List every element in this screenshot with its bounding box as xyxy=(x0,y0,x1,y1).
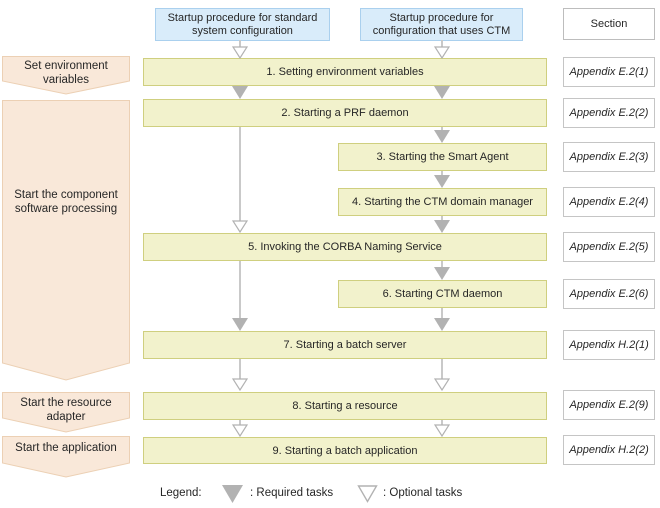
section-ref-6: Appendix E.2(6) xyxy=(563,279,655,309)
required-arrow-icon xyxy=(434,220,450,233)
column-header-standard: Startup procedure for standard system co… xyxy=(155,8,330,41)
step-box-1: 1. Setting environment variables xyxy=(143,58,547,86)
connector-line xyxy=(441,261,443,268)
phase-label-component-software: Start the component software processing xyxy=(14,189,118,215)
step-box-6: 6. Starting CTM daemon xyxy=(338,280,547,308)
section-ref-9: Appendix H.2(2) xyxy=(563,435,655,465)
step-box-3: 3. Starting the Smart Agent xyxy=(338,143,547,171)
column-header-section: Section xyxy=(563,8,655,40)
column-header-ctm: Startup procedure for configuration that… xyxy=(360,8,523,41)
connector-line xyxy=(239,420,241,425)
phase-shape-set-environment xyxy=(2,56,130,95)
phase-shape-component-software xyxy=(2,100,130,381)
optional-arrow-icon xyxy=(232,424,248,437)
section-ref-7: Appendix H.2(1) xyxy=(563,330,655,360)
phase-shape-application xyxy=(2,436,130,478)
connector-line xyxy=(441,127,443,131)
section-ref-8: Appendix E.2(9) xyxy=(563,390,655,420)
section-ref-5: Appendix E.2(5) xyxy=(563,232,655,262)
connector-line xyxy=(441,308,443,319)
phase-label-resource-adapter: Start the resource adapter xyxy=(20,397,112,423)
legend-required-label: : Required tasks xyxy=(250,487,334,499)
connector-line xyxy=(239,359,241,379)
required-arrow-icon xyxy=(434,86,450,99)
required-arrow-icon xyxy=(434,267,450,280)
step-box-2: 2. Starting a PRF daemon xyxy=(143,99,547,127)
step-box-8: 8. Starting a resource xyxy=(143,392,547,420)
required-arrow-icon xyxy=(434,175,450,188)
optional-arrow-icon xyxy=(232,378,248,391)
optional-arrow-icon xyxy=(434,424,450,437)
optional-arrow-icon xyxy=(232,220,248,233)
phase-label-set-environment: Set environment variables xyxy=(24,60,108,86)
phase-label-application: Start the application xyxy=(15,442,117,454)
step-box-4: 4. Starting the CTM domain manager xyxy=(338,188,547,216)
step-box-9: 9. Starting a batch application xyxy=(143,437,547,464)
optional-arrow-icon xyxy=(232,46,248,59)
connector-line xyxy=(441,40,443,47)
step-box-5: 5. Invoking the CORBA Naming Service xyxy=(143,233,547,261)
connector-line xyxy=(441,171,443,176)
section-ref-2: Appendix E.2(2) xyxy=(563,98,655,128)
connector-line xyxy=(441,420,443,425)
optional-arrow-icon xyxy=(434,378,450,391)
connector-line xyxy=(441,216,443,221)
connector-line xyxy=(239,127,241,221)
legend-optional-label: : Optional tasks xyxy=(383,487,463,499)
legend-title: Legend: xyxy=(160,487,202,499)
required-arrow-icon xyxy=(232,318,248,331)
connector-line xyxy=(441,359,443,379)
connector-line xyxy=(239,40,241,47)
required-arrow-icon xyxy=(222,485,243,503)
section-ref-1: Appendix E.2(1) xyxy=(563,57,655,87)
step-box-7: 7. Starting a batch server xyxy=(143,331,547,359)
required-arrow-icon xyxy=(434,318,450,331)
connector-line xyxy=(239,261,241,319)
required-arrow-icon xyxy=(232,86,248,99)
section-ref-3: Appendix E.2(3) xyxy=(563,142,655,172)
phase-shape-resource-adapter xyxy=(2,392,130,433)
optional-arrow-icon xyxy=(434,46,450,59)
required-arrow-icon xyxy=(434,130,450,143)
optional-arrow-icon xyxy=(357,485,378,503)
section-ref-4: Appendix E.2(4) xyxy=(563,187,655,217)
